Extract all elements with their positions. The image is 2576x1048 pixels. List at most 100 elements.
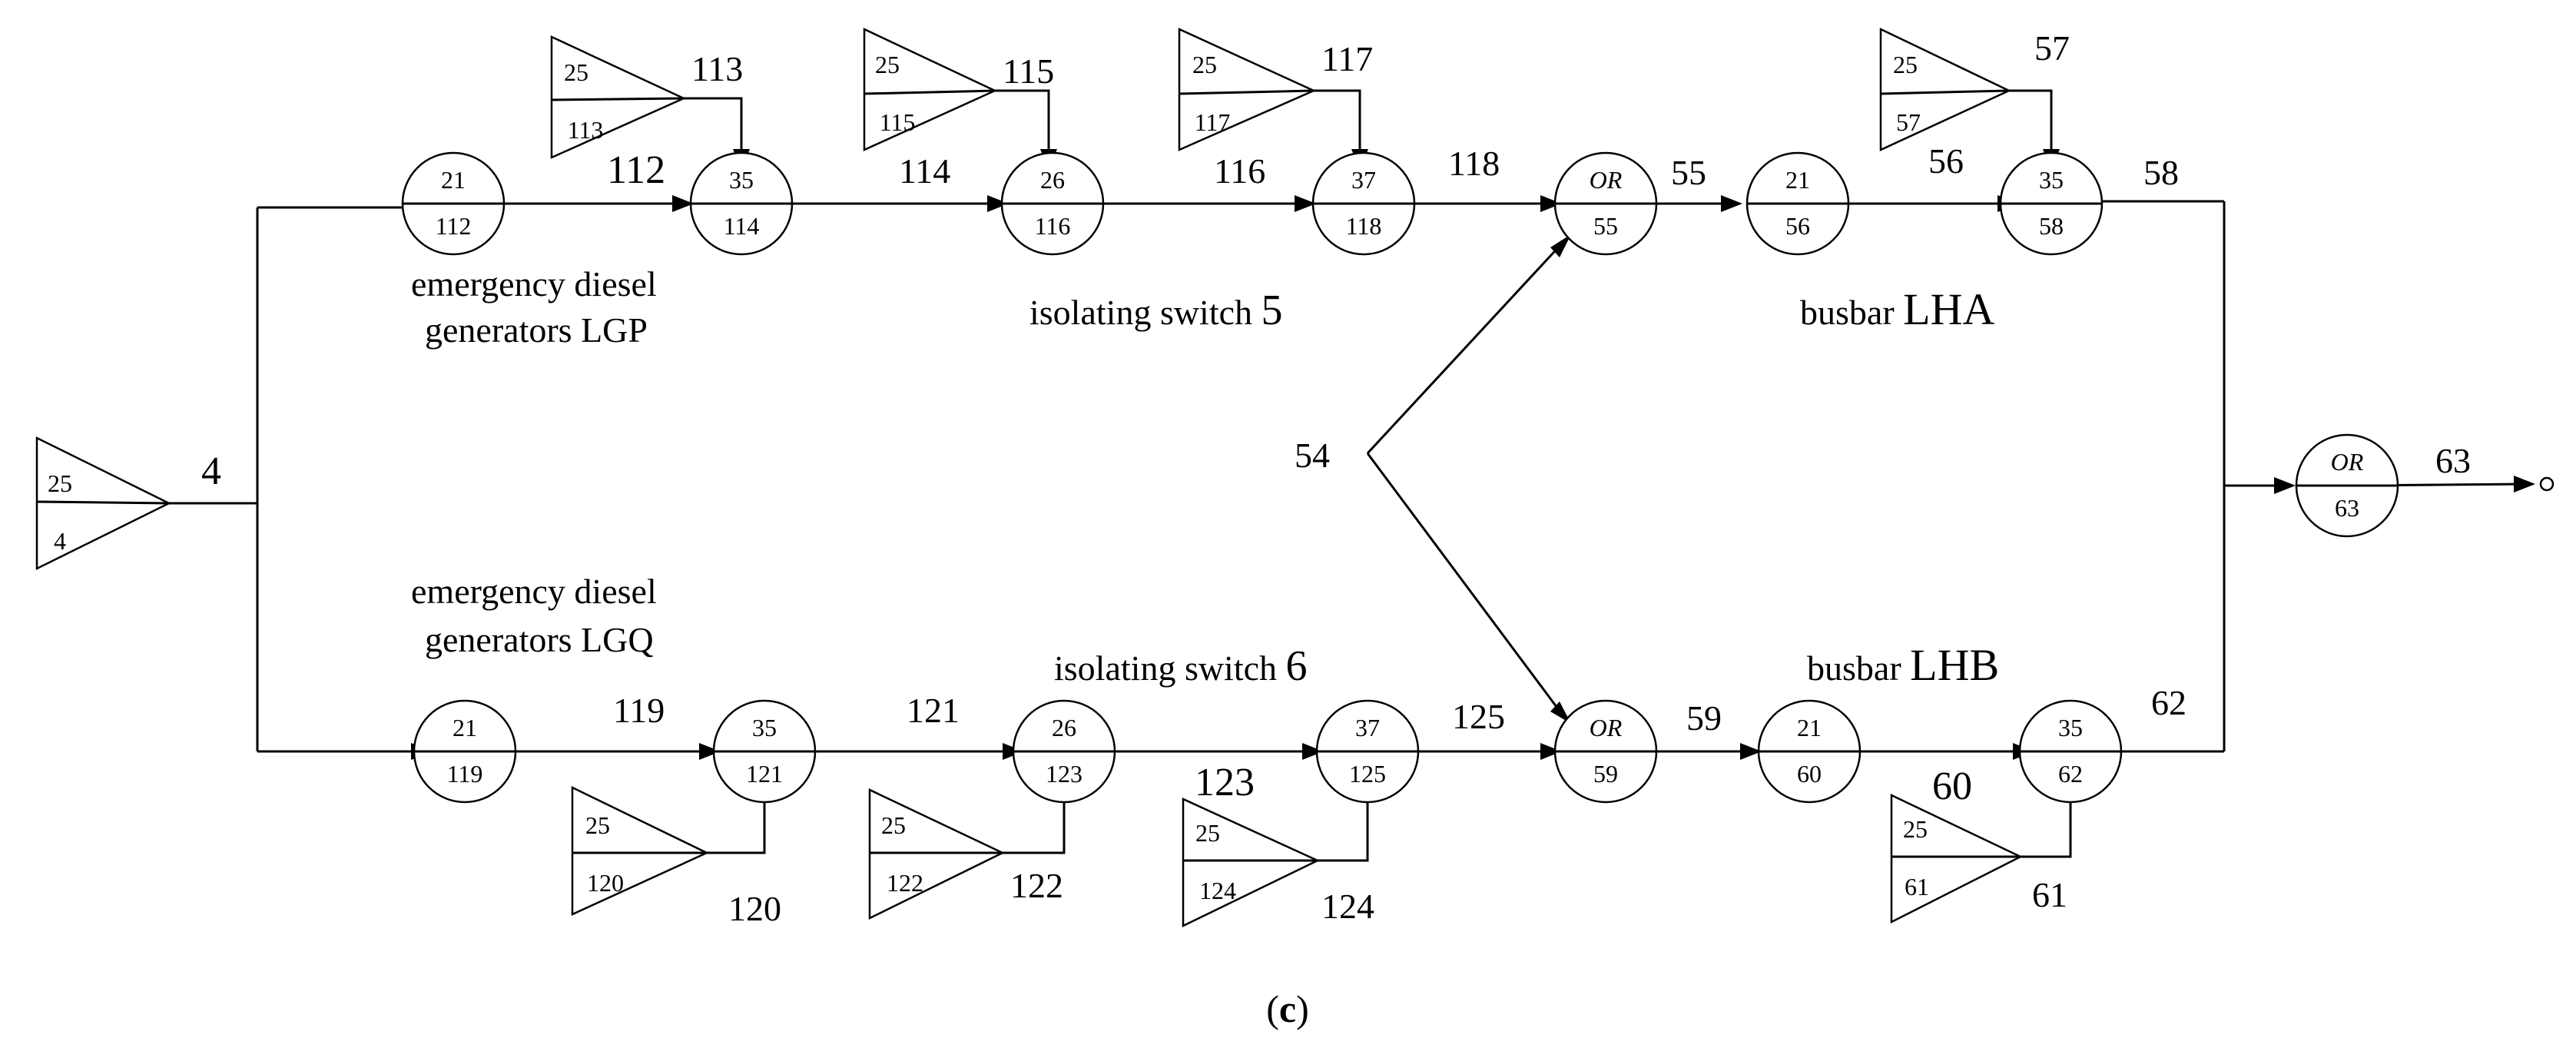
edge-label-60: 60 xyxy=(1932,764,1972,808)
edge-label-57: 57 xyxy=(2034,28,2070,68)
event-top-label: 25 xyxy=(875,51,900,78)
edge-label-123: 123 xyxy=(1195,761,1255,804)
basic-event-113: 25 113 xyxy=(550,35,687,159)
arrowhead-54-up xyxy=(1550,234,1571,257)
gate-top-label: 21 xyxy=(441,166,466,194)
lgq-label-line1: emergency diesel xyxy=(411,572,657,611)
edge-label-122: 122 xyxy=(1010,866,1063,905)
gate-bottom-label: 118 xyxy=(1346,212,1382,240)
gate-top-label: 37 xyxy=(1351,166,1376,194)
switch-5-number: 5 xyxy=(1261,287,1283,334)
caption-close: ) xyxy=(1296,987,1309,1030)
lgp-label-line2: generators LGP xyxy=(425,310,648,350)
edge-label-119: 119 xyxy=(613,691,665,730)
gate-121: 35 121 xyxy=(712,699,817,804)
gate-top-label: 21 xyxy=(1797,714,1822,741)
event-bottom-label: 61 xyxy=(1905,873,1929,900)
edge-label-61: 61 xyxy=(2032,875,2067,914)
event-bottom-label: 4 xyxy=(54,527,66,555)
event-bottom-label: 117 xyxy=(1195,108,1231,136)
lgp-label-line1: emergency diesel xyxy=(411,264,657,303)
gate-114: 35 114 xyxy=(689,151,794,256)
event-top-label: 25 xyxy=(881,811,906,839)
edge-label-116: 116 xyxy=(1214,151,1265,191)
event-bottom-label: 113 xyxy=(568,116,604,144)
gates: 21 112 35 114 26 116 37 118 OR 55 xyxy=(401,151,2399,804)
event-top-label: 25 xyxy=(564,58,588,86)
arrow-54-to-55 xyxy=(1366,243,1563,455)
edge-label-59: 59 xyxy=(1686,698,1722,738)
component-labels: emergency diesel generators LGP emergenc… xyxy=(411,264,1999,690)
edge-label-54: 54 xyxy=(1295,436,1330,475)
edge-label-115: 115 xyxy=(1003,51,1054,91)
gate-bottom-label: 116 xyxy=(1035,212,1071,240)
gate-bottom-label: 121 xyxy=(746,760,783,788)
edge-label-121: 121 xyxy=(907,691,960,730)
event-bottom-label: 122 xyxy=(887,869,923,897)
edge-label-114: 114 xyxy=(899,151,950,191)
switch-6-text: isolating switch xyxy=(1054,648,1286,688)
gate-top-label: 37 xyxy=(1355,714,1380,741)
gate-bottom-label: 119 xyxy=(447,760,483,788)
arrowhead-63 xyxy=(2274,477,2296,494)
gate-bottom-label: 58 xyxy=(2039,212,2064,240)
gate-top-label: 21 xyxy=(1785,166,1810,194)
edge-label-120: 120 xyxy=(728,889,781,928)
edge-label-118: 118 xyxy=(1448,144,1500,183)
gate-top-label: 35 xyxy=(729,166,754,194)
arrow-61 xyxy=(2021,799,2072,858)
gate-top-label: 35 xyxy=(752,714,777,741)
gate-116: 26 116 xyxy=(1000,151,1105,256)
edge-label-112: 112 xyxy=(607,148,665,192)
arrowhead-54-down xyxy=(1550,701,1571,724)
busbar-lha-label: busbar LHA xyxy=(1800,284,1994,334)
gate-62: 35 62 xyxy=(2018,699,2123,804)
arrowhead-output xyxy=(2514,476,2535,492)
gate-60: 21 60 xyxy=(1757,699,1862,804)
arrowhead-121 xyxy=(699,743,721,760)
arrow-117 xyxy=(1314,89,1361,154)
gate-bottom-label: 125 xyxy=(1349,760,1386,788)
gate-bottom-label: 123 xyxy=(1046,760,1082,788)
gate-top-label: OR xyxy=(2331,448,2364,476)
gate-bottom-label: 63 xyxy=(2335,494,2359,522)
or-gate-55: OR 55 xyxy=(1553,151,1658,256)
gate-bottom-label: 56 xyxy=(1785,212,1810,240)
event-bottom-label: 115 xyxy=(880,108,916,136)
arrow-54-to-59 xyxy=(1366,453,1563,714)
basic-event-115: 25 115 xyxy=(863,28,997,151)
arrow-124 xyxy=(1318,799,1369,862)
switch-6-number: 6 xyxy=(1286,642,1308,690)
arrow-122 xyxy=(1003,799,1066,854)
edge-label-63: 63 xyxy=(2435,441,2471,480)
gate-top-label: 35 xyxy=(2039,166,2064,194)
gate-125: 37 125 xyxy=(1315,699,1420,804)
gate-bottom-label: 59 xyxy=(1593,760,1618,788)
output-terminal xyxy=(2539,476,2554,492)
gate-bottom-label: 112 xyxy=(436,212,472,240)
switch-6-label: isolating switch 6 xyxy=(1054,642,1308,690)
edge-label-56: 56 xyxy=(1928,141,1964,181)
basic-event-117: 25 117 xyxy=(1178,28,1317,151)
basic-event-61: 25 61 xyxy=(1890,794,2023,924)
edge-label-113: 113 xyxy=(691,49,743,88)
basic-event-124: 25 124 xyxy=(1182,798,1320,927)
switch-5-text: isolating switch xyxy=(1029,293,1261,332)
edge-label-124: 124 xyxy=(1321,887,1374,926)
basic-event-57: 25 57 xyxy=(1879,28,2011,151)
event-top-label: 25 xyxy=(1893,51,1918,78)
event-top-label: 25 xyxy=(1192,51,1217,78)
busbar-lha-text: busbar xyxy=(1800,293,1903,332)
edge-label-117: 117 xyxy=(1321,39,1373,78)
event-bottom-label: 120 xyxy=(587,869,624,897)
busbar-lhb-text: busbar xyxy=(1807,648,1910,688)
gate-112: 21 112 xyxy=(401,151,506,256)
gate-top-label: 26 xyxy=(1052,714,1076,741)
gate-123: 26 123 xyxy=(1012,699,1116,804)
edge-label-62: 62 xyxy=(2151,683,2186,722)
event-bottom-label: 57 xyxy=(1896,108,1921,136)
arrowhead-118 xyxy=(1295,195,1316,212)
arrowhead-114 xyxy=(672,195,694,212)
or-gate-59: OR 59 xyxy=(1553,699,1658,804)
basic-event-120: 25 120 xyxy=(571,786,709,916)
